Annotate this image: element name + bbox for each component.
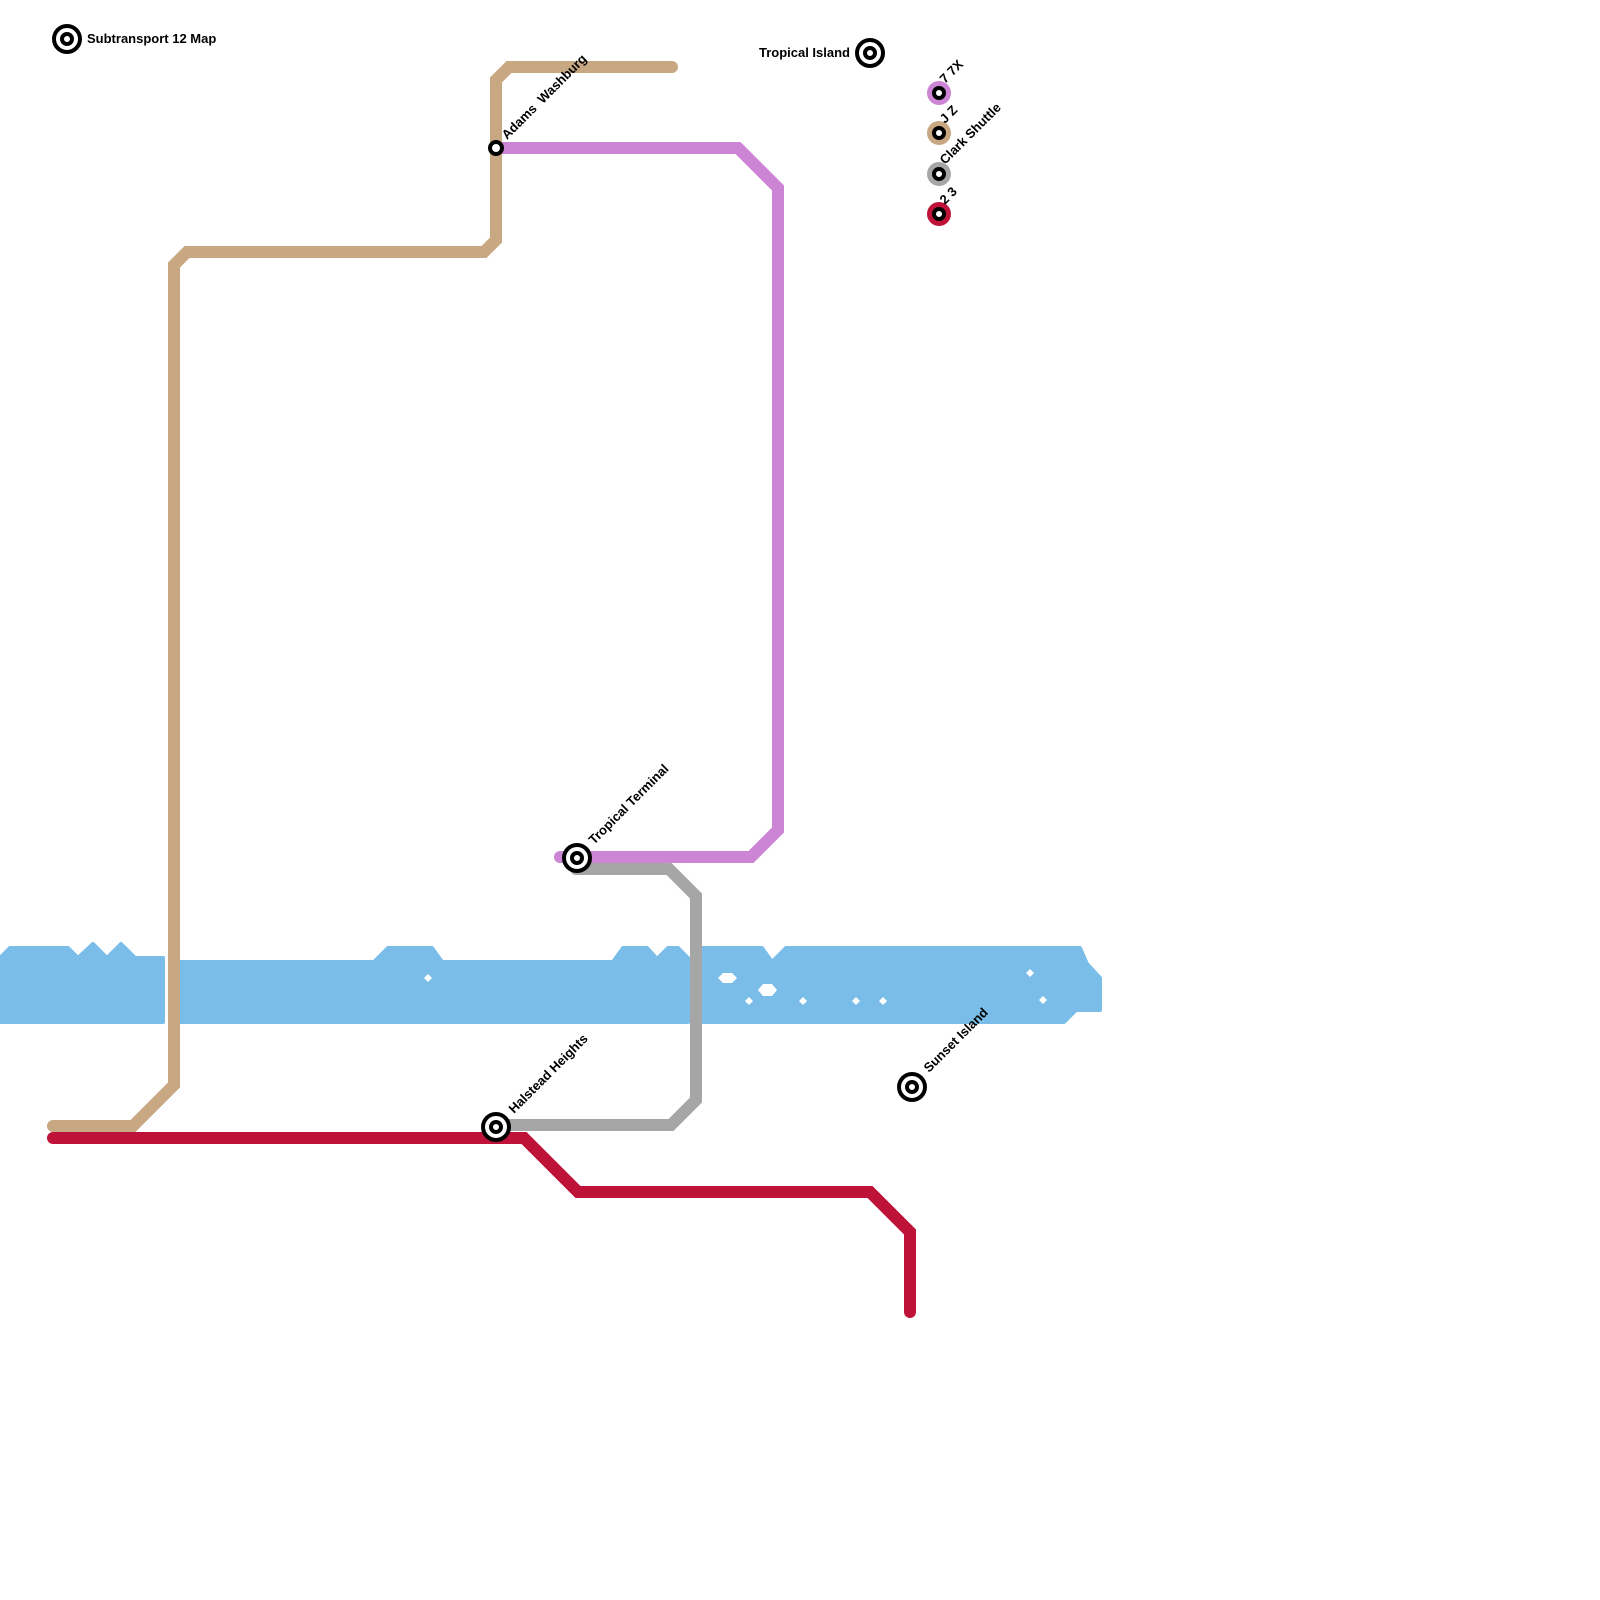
legend-stop-icon: [932, 86, 946, 100]
islet: [718, 973, 737, 983]
title-logo-inner-icon: [60, 32, 74, 46]
line-7-7x[interactable]: [490, 142, 784, 863]
legend-item-7-7x[interactable]: 7 7X: [927, 56, 966, 105]
legend: 7 7X J Z Clark Shuttle 2 3: [927, 56, 1004, 226]
interchange-inner-icon: [905, 1080, 919, 1094]
islet: [879, 997, 887, 1005]
legend-stop-icon: [932, 126, 946, 140]
station-tropical-island[interactable]: Tropical Island: [759, 38, 885, 68]
water-segment-west: [0, 942, 165, 1024]
water-segment-east: [700, 946, 1102, 1024]
islet: [852, 997, 860, 1005]
islet: [1039, 996, 1047, 1004]
line-j-z[interactable]: [47, 61, 678, 1132]
islet: [424, 974, 432, 982]
line-2-3[interactable]: [47, 1132, 916, 1318]
water-body: [0, 942, 1102, 1024]
legend-item-2-3[interactable]: 2 3: [927, 184, 960, 226]
water-segment-center: [179, 946, 690, 1024]
islet: [799, 997, 807, 1005]
legend-stop-icon: [932, 167, 946, 181]
interchange-inner-icon: [570, 851, 584, 865]
islet: [758, 984, 777, 996]
islet: [745, 997, 753, 1005]
map-title: Subtransport 12 Map: [52, 24, 216, 54]
islet: [1026, 969, 1034, 977]
station-label: Halstead Heights: [506, 1031, 591, 1116]
legend-stop-icon: [932, 207, 946, 221]
map-title-text: Subtransport 12 Map: [87, 31, 216, 46]
line-clark-shuttle[interactable]: [490, 863, 702, 1131]
water-islets: [424, 969, 1047, 1005]
interchange-inner-icon: [863, 46, 877, 60]
stop-icon: [488, 140, 504, 156]
interchange-inner-icon: [489, 1120, 503, 1134]
station-label: Tropical Island: [759, 45, 850, 60]
station-label: Tropical Terminal: [586, 761, 672, 847]
